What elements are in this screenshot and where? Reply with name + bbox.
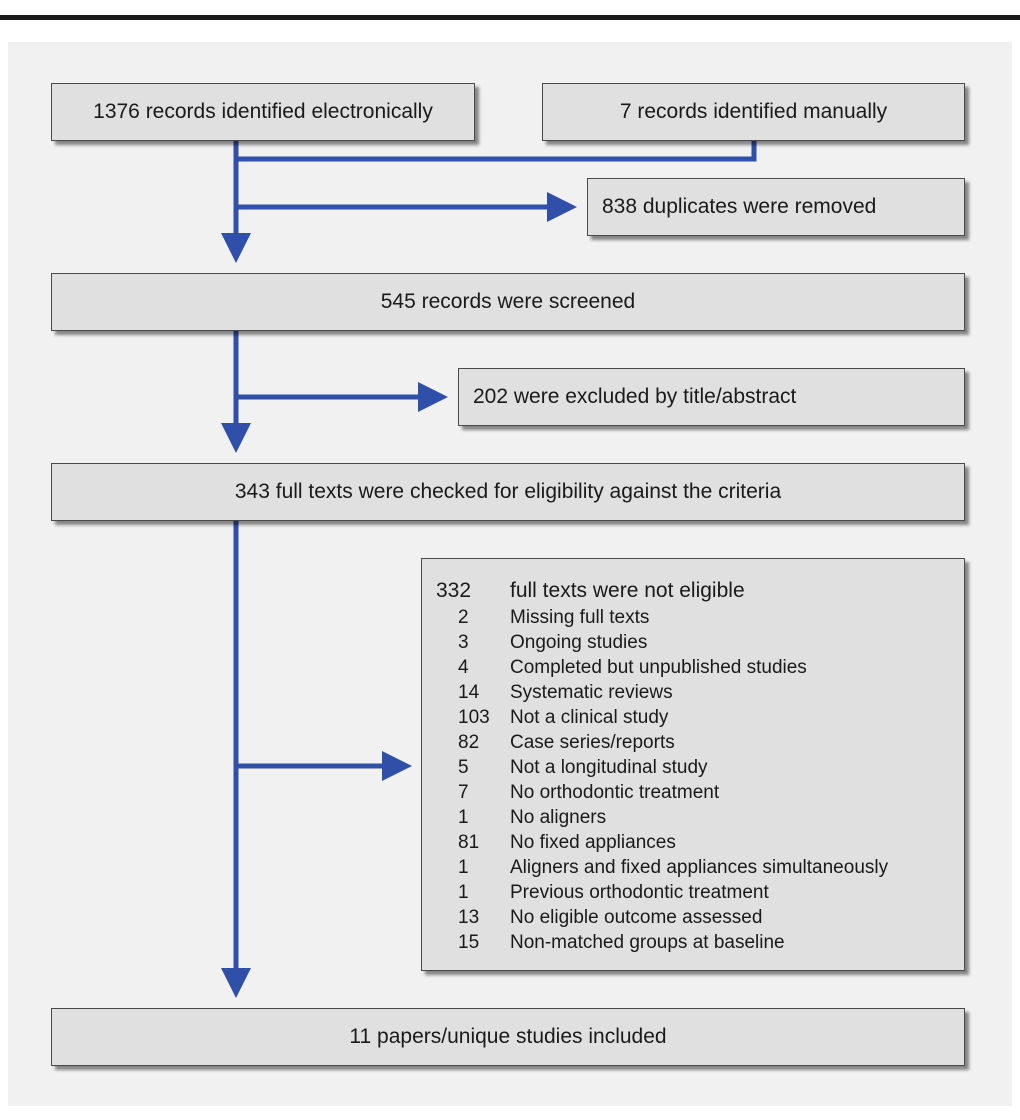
- records-manual-box: 7 records identified manually: [542, 83, 965, 141]
- not-eligible-header: 332 full texts were not eligible: [436, 579, 745, 603]
- full-text-box: 343 full texts were checked for eligibil…: [51, 463, 965, 521]
- not-eligible-count: 332: [436, 579, 472, 602]
- duplicates-box: 838 duplicates were removed: [587, 178, 965, 236]
- not-eligible-label: full texts were not eligible: [510, 579, 745, 602]
- excluded-title-box: 202 were excluded by title/abstract: [458, 368, 965, 426]
- records-electronic-box: 1376 records identified electronically: [51, 83, 475, 141]
- screened-box: 545 records were screened: [51, 273, 965, 331]
- top-rule: [0, 15, 1020, 20]
- included-box: 11 papers/unique studies included: [51, 1008, 965, 1066]
- manual-merge-line: [236, 141, 757, 162]
